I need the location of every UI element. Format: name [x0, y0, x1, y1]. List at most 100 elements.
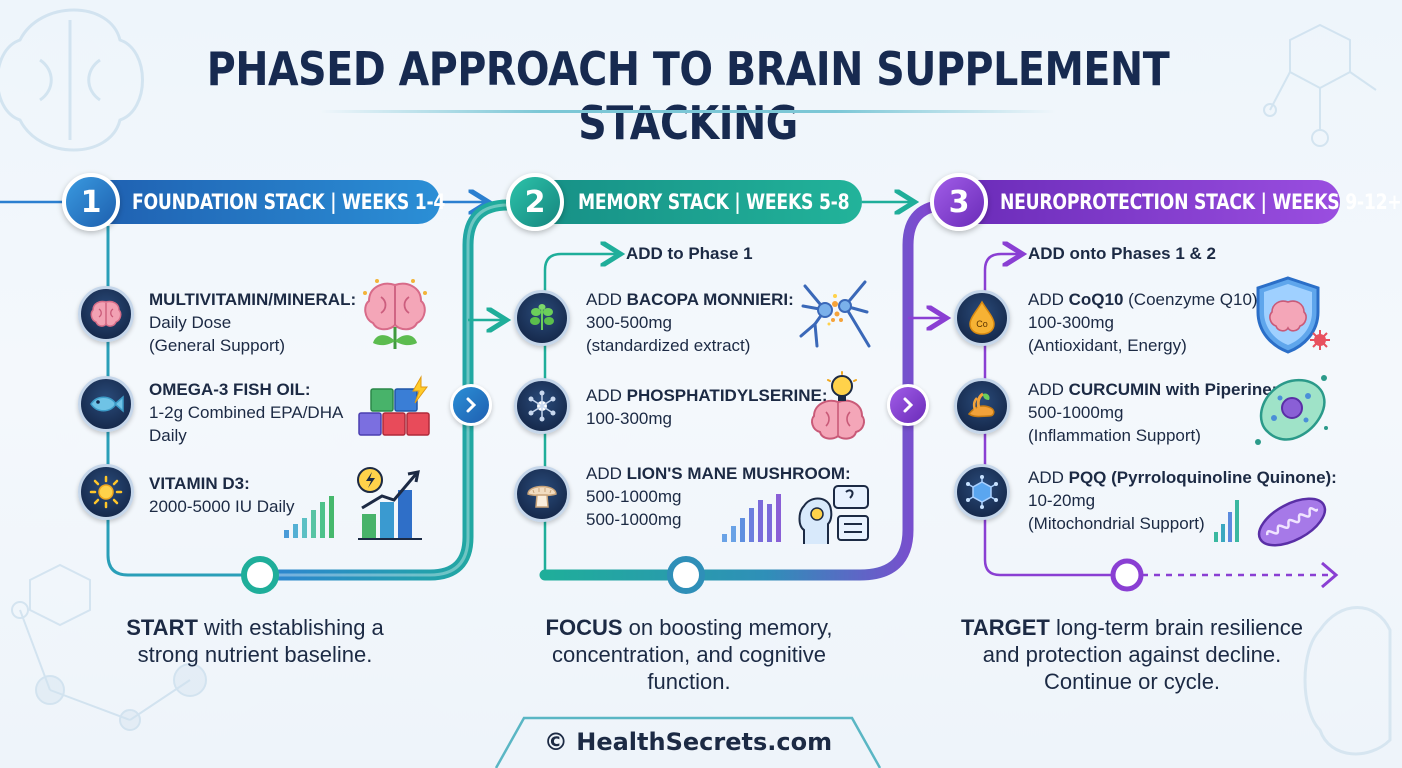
next-phase-chevron-1 — [450, 384, 492, 426]
phase-1-item-1-text: MULTIVITAMIN/MINERAL: Daily Dose (Genera… — [149, 288, 356, 357]
item-detail: (Mitochondrial Support) — [1028, 514, 1205, 533]
phase-3-banner-label: NEUROPROTECTION STACK | WEEKS 9-12+ — [1000, 190, 1402, 214]
item-prefix: ADD — [586, 386, 627, 405]
molecule-icon — [966, 475, 998, 509]
phase-2-item-3-text: ADD LION'S MANE MUSHROOM: 500-1000mg 500… — [586, 462, 851, 531]
building-blocks-illustration — [358, 375, 430, 436]
item-prefix: ADD — [1028, 468, 1069, 487]
phase-2-item-1-icon — [514, 290, 570, 346]
phase-1-banner: FOUNDATION STACK | WEEKS 1-4 — [86, 180, 445, 224]
phase-2-item-1-text: ADD BACOPA MONNIERI: 300-500mg (standard… — [586, 288, 794, 357]
item-detail: (standardized extract) — [586, 336, 751, 355]
neuron-synapse-illustration — [799, 280, 871, 348]
brain-outline-decoration — [0, 8, 144, 152]
phase-3-number: 3 — [930, 173, 988, 231]
phase-3-item-3-text: ADD PQQ (Pyrroloquinoline Quinone): 10-2… — [1028, 466, 1337, 535]
svg-text:Co: Co — [976, 319, 988, 329]
title-underline — [320, 110, 1056, 113]
item-detail: 10-20mg — [1028, 491, 1096, 510]
item-name: PHOSPHATIDYLSERINE: — [626, 386, 828, 405]
page-title: PHASED APPROACH TO BRAIN SUPPLEMENT STAC… — [206, 42, 1170, 150]
item-name: OMEGA-3 FISH OIL: — [149, 380, 311, 399]
coq10-drop-icon: Co — [969, 300, 995, 335]
phase-3-caption: TARGET long-term brain resilience and pr… — [954, 614, 1310, 695]
phase-3-add-header: ADD onto Phases 1 & 2 — [1028, 244, 1216, 263]
next-phase-chevron-2 — [887, 384, 929, 426]
item-suffix: (Coenzyme Q10): — [1123, 290, 1263, 309]
network-node-icon — [528, 390, 556, 422]
phase-3-item-2-text: ADD CURCUMIN with Piperine: 500-1000mg (… — [1028, 378, 1277, 447]
brain-outline-decoration — [1303, 606, 1392, 756]
item-detail: 1-2g Combined EPA/DHA — [149, 403, 344, 422]
phase-3-item-2-icon — [954, 378, 1010, 434]
footer-frame — [494, 716, 882, 768]
phase-2-item-2-icon — [514, 378, 570, 434]
item-detail: 500-1000mg — [586, 487, 682, 506]
chevron-right-icon — [903, 397, 914, 413]
brain-icon — [90, 300, 122, 327]
item-name: VITAMIN D3: — [149, 474, 250, 493]
fish-icon — [90, 395, 124, 413]
item-name: LION'S MANE MUSHROOM: — [626, 464, 851, 483]
item-detail: 300-500mg — [586, 313, 673, 332]
caption-text: with establishing a strong nutrient base… — [137, 615, 384, 667]
phase-1-number: 1 — [62, 173, 120, 231]
brain-sprout-illustration — [363, 279, 427, 349]
item-prefix: ADD — [586, 464, 627, 483]
item-detail: 100-300mg — [586, 409, 673, 428]
item-name: MULTIVITAMIN/MINERAL: — [149, 290, 357, 309]
node-ring-3 — [1110, 558, 1144, 592]
phase-1-caption: START with establishing a strong nutrien… — [100, 614, 410, 668]
caption-text: on boosting memory, concentration, and c… — [552, 615, 833, 694]
brain-lightbulb-illustration — [811, 371, 865, 440]
node-ring-2 — [667, 556, 705, 594]
shield-brain-illustration — [1256, 276, 1330, 354]
footer-copyright: © HealthSecrets.com — [543, 728, 833, 756]
phase-2-caption: FOCUS on boosting memory, concentration,… — [530, 614, 848, 695]
phase-3-item-3-icon — [954, 464, 1010, 520]
phase-1-item-1-icon — [78, 286, 134, 342]
caption-keyword: FOCUS — [545, 615, 623, 640]
item-detail: (Inflammation Support) — [1028, 426, 1201, 445]
cell-illustration — [1255, 375, 1328, 445]
phase-1-banner-label: FOUNDATION STACK | WEEKS 1-4 — [132, 190, 446, 214]
phase-1-item-3-text: VITAMIN D3: 2000-5000 IU Daily — [149, 472, 295, 518]
caption-keyword: TARGET — [961, 615, 1050, 640]
item-prefix: ADD — [1028, 290, 1069, 309]
network-decoration — [11, 563, 207, 731]
item-detail: Daily — [149, 426, 187, 445]
phase-3-item-1-icon: Co — [954, 290, 1010, 346]
phase-2-add-header: ADD to Phase 1 — [626, 244, 753, 263]
phase-3-banner: NEUROPROTECTION STACK | WEEKS 9-12+ — [954, 180, 1402, 224]
mushroom-icon — [527, 485, 557, 508]
phase-2-number: 2 — [506, 173, 564, 231]
caption-text: long-term brain resilience and protectio… — [982, 615, 1303, 694]
phase-1-item-2-text: OMEGA-3 FISH OIL: 1-2g Combined EPA/DHA … — [149, 378, 343, 447]
chevron-right-icon — [466, 397, 477, 413]
item-name: CoQ10 — [1068, 290, 1124, 309]
node-ring-1 — [241, 556, 279, 594]
item-prefix: ADD — [586, 290, 627, 309]
item-name: BACOPA MONNIERI: — [626, 290, 794, 309]
molecule-decoration — [1263, 23, 1377, 147]
caption-keyword: START — [126, 615, 198, 640]
item-detail: (Antioxidant, Energy) — [1028, 336, 1187, 355]
thinking-head-chart-illustration — [722, 485, 869, 544]
phase-2-banner: MEMORY STACK | WEEKS 5-8 — [530, 180, 862, 224]
item-detail: 500-1000mg — [1028, 403, 1124, 422]
item-name: PQQ (Pyrroloquinoline Quinone): — [1068, 468, 1337, 487]
mitochondria-illustration — [1214, 497, 1327, 547]
item-prefix: ADD — [1028, 380, 1069, 399]
item-detail: Daily Dose — [149, 313, 232, 332]
item-detail: (General Support) — [149, 336, 286, 355]
phase-1-item-3-icon — [78, 464, 134, 520]
herb-leaf-icon — [530, 304, 554, 330]
phase-3-item-1-text: ADD CoQ10 (Coenzyme Q10): 100-300mg (Ant… — [1028, 288, 1262, 357]
phase-2-item-2-text: ADD PHOSPHATIDYLSERINE: 100-300mg — [586, 384, 828, 430]
phase-2-item-3-icon — [514, 466, 570, 522]
phase-1-item-2-icon — [78, 376, 134, 432]
item-detail: 100-300mg — [1028, 313, 1115, 332]
phase-2-banner-label: MEMORY STACK | WEEKS 5-8 — [578, 190, 850, 214]
